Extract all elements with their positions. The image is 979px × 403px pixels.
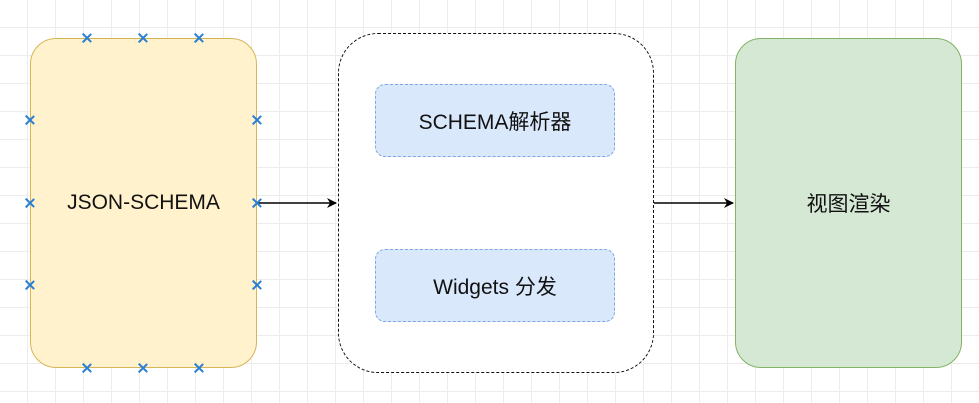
connection-point-icon[interactable] [252, 115, 262, 125]
json-schema-label: JSON-SCHEMA [67, 191, 220, 214]
widgets-dispatch-label: Widgets 分发 [433, 275, 557, 299]
connection-point-icon[interactable] [138, 363, 148, 373]
connection-point-icon[interactable] [194, 33, 204, 43]
view-render-label: 视图渲染 [806, 193, 891, 216]
connection-point-icon[interactable] [194, 363, 204, 373]
view-render-node[interactable]: 视图渲染 [735, 38, 962, 368]
connection-point-icon[interactable] [25, 115, 35, 125]
widgets-dispatch-node[interactable]: Widgets 分发 [375, 249, 615, 322]
connection-point-icon[interactable] [252, 198, 262, 208]
connection-point-icon[interactable] [252, 280, 262, 290]
schema-parser-node[interactable]: SCHEMA解析器 [375, 84, 615, 157]
connection-point-icon[interactable] [25, 280, 35, 290]
json-schema-node[interactable]: JSON-SCHEMA [30, 38, 257, 368]
connection-point-icon[interactable] [82, 33, 92, 43]
connection-point-icon[interactable] [25, 198, 35, 208]
schema-parser-label: SCHEMA解析器 [418, 110, 572, 134]
connection-point-icon[interactable] [138, 33, 148, 43]
connection-point-icon[interactable] [82, 363, 92, 373]
